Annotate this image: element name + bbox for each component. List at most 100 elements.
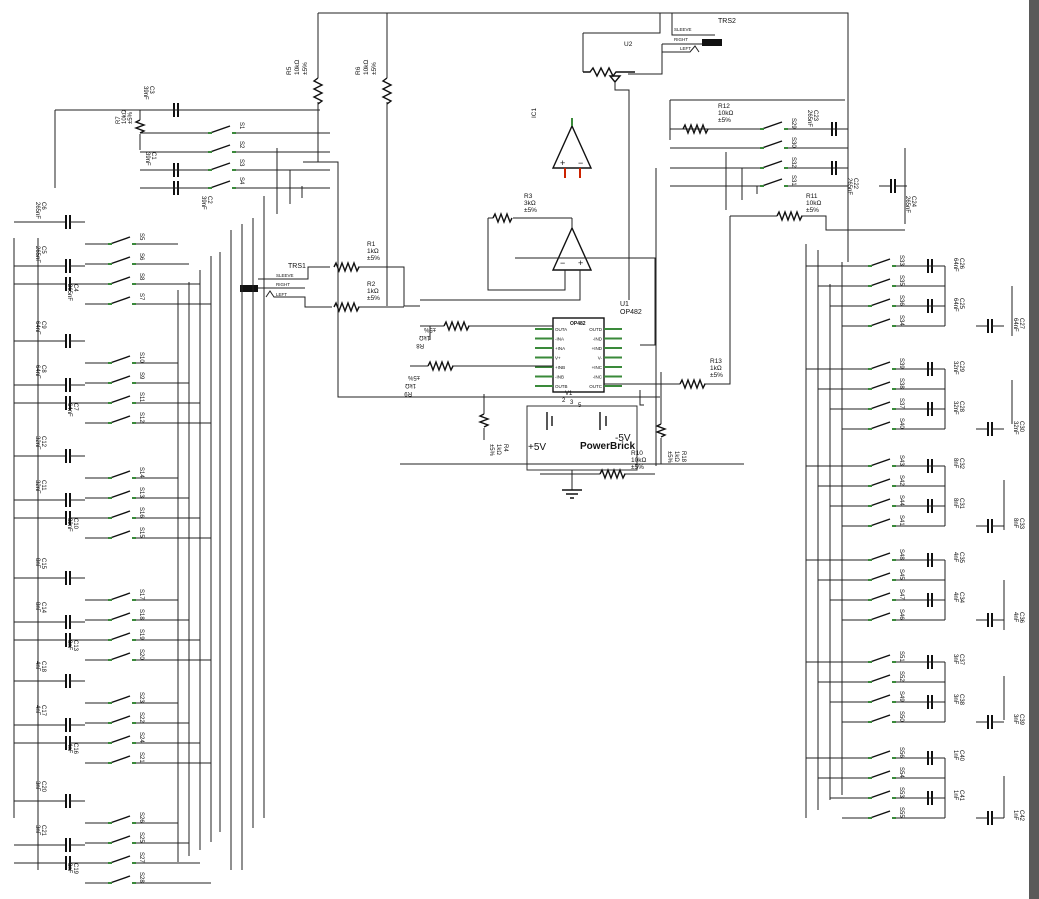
capacitor-value: 39nF xyxy=(200,196,206,210)
resistor-r6: R6 10kΩ ±5% xyxy=(355,60,393,105)
switch-label: S51 xyxy=(898,651,904,662)
switch-s23: S23 xyxy=(85,692,158,704)
svg-text:1kΩ: 1kΩ xyxy=(419,334,430,340)
switch-s27: S27 xyxy=(85,852,158,864)
resistor-r9: R9 1kΩ ±5% xyxy=(404,360,553,396)
switch-s16: S16 xyxy=(85,507,158,519)
capacitor-ref: C17 xyxy=(40,705,46,717)
switch-label: S41 xyxy=(898,515,904,526)
switch-s50: S50 xyxy=(845,711,918,723)
svg-text:PowerBrick: PowerBrick xyxy=(580,441,635,452)
capacitor-ref: C29 xyxy=(958,361,964,373)
capacitor-value: 4nF xyxy=(952,552,958,563)
svg-text:±5%: ±5% xyxy=(710,372,723,379)
capacitor-value: 8nF xyxy=(34,602,40,613)
switch-label: S15 xyxy=(138,527,144,538)
switch-s49: S49 xyxy=(845,691,918,703)
svg-text:±5%: ±5% xyxy=(128,111,134,124)
switch-s8: S8 xyxy=(85,273,158,285)
vertical-scrollbar[interactable] xyxy=(1029,0,1039,899)
switch-label: S3 xyxy=(238,159,244,167)
switch-label: S48 xyxy=(898,549,904,560)
switch-label: S46 xyxy=(898,609,904,620)
svg-text:±5%: ±5% xyxy=(423,326,436,332)
switch-label: S31 xyxy=(790,175,796,186)
switch-label: S42 xyxy=(898,475,904,486)
svg-text:R5: R5 xyxy=(286,66,293,75)
svg-text:±5%: ±5% xyxy=(631,464,644,471)
svg-text:LEFT: LEFT xyxy=(680,46,691,51)
switch-s55: S55 xyxy=(845,807,918,819)
capacitor-value: 64nF xyxy=(952,298,958,312)
switch-s48: S48 xyxy=(845,549,918,561)
switch-label: S38 xyxy=(898,378,904,389)
switch-label: S17 xyxy=(138,589,144,600)
capacitor-value: 265nF xyxy=(34,246,40,263)
svg-text:RIGHT: RIGHT xyxy=(674,37,688,42)
switch-label: S18 xyxy=(138,609,144,620)
svg-text:R3: R3 xyxy=(524,193,533,200)
switch-label: S43 xyxy=(898,455,904,466)
svg-text:±5%: ±5% xyxy=(371,62,378,75)
svg-text:R7: R7 xyxy=(116,116,122,124)
capacitor-value: 3nF xyxy=(1012,714,1018,725)
capacitor-value: 1nF xyxy=(952,750,958,761)
capacitor-ref: C41 xyxy=(958,790,964,802)
capacitor-value: 32nF xyxy=(952,401,958,415)
switch-s40: S40 xyxy=(845,418,918,430)
switch-label: S22 xyxy=(138,712,144,723)
left-bus-verticals xyxy=(13,109,320,870)
right-bus-verticals xyxy=(655,99,1013,818)
svg-text:R13: R13 xyxy=(710,358,722,365)
right-capacitor-bank: S29S30S32S31C23265nFC22265nFC24265nFS33S… xyxy=(670,110,1024,825)
switch-s44: S44 xyxy=(845,495,918,507)
resistor-r13: R13 1kΩ ±5% xyxy=(604,216,731,406)
switch-s53: S53 xyxy=(845,787,918,799)
capacitor-ref: C19 xyxy=(72,863,78,875)
capacitor-ref: C1 xyxy=(150,152,156,160)
u1-pin-label: +IND xyxy=(592,346,603,351)
switch-s32: S32 xyxy=(737,157,810,169)
switch-label: S29 xyxy=(790,118,796,129)
switch-s36: S36 xyxy=(845,295,918,307)
switch-label: S49 xyxy=(898,691,904,702)
u1-pin-label: V- xyxy=(598,356,603,361)
switch-s3: S3 xyxy=(185,159,258,171)
capacitor-value: 1nF xyxy=(952,790,958,801)
resistor-r7: R7 10kΩ ±5% xyxy=(116,109,146,150)
switch-label: S10 xyxy=(138,352,144,363)
switch-s33: S33 xyxy=(845,255,918,267)
svg-text:-5V: -5V xyxy=(615,433,631,444)
switch-s1: S1 xyxy=(185,122,258,134)
switch-label: S28 xyxy=(138,872,144,883)
svg-text:1kΩ: 1kΩ xyxy=(367,288,379,295)
capacitor-value: 39nF xyxy=(144,152,150,166)
capacitor-value: 32nF xyxy=(34,436,40,450)
capacitor-value: 8nF xyxy=(34,558,40,569)
capacitor-ref: C20 xyxy=(40,781,46,793)
svg-text:R18: R18 xyxy=(680,451,686,463)
switch-s14: S14 xyxy=(85,467,158,479)
capacitor-ref: C15 xyxy=(40,558,46,570)
capacitor-ref: C5 xyxy=(40,246,46,254)
capacitor-value: 4nF xyxy=(34,705,40,716)
svg-text:IC1: IC1 xyxy=(531,108,538,119)
svg-text:R4: R4 xyxy=(502,444,508,452)
capacitor-ref: C42 xyxy=(1018,810,1024,822)
capacitor-value: 4nF xyxy=(66,743,72,754)
capacitor-value: 8nF xyxy=(1012,518,1018,529)
switch-s42: S42 xyxy=(845,475,918,487)
capacitor-value: 1nF xyxy=(1012,810,1018,821)
